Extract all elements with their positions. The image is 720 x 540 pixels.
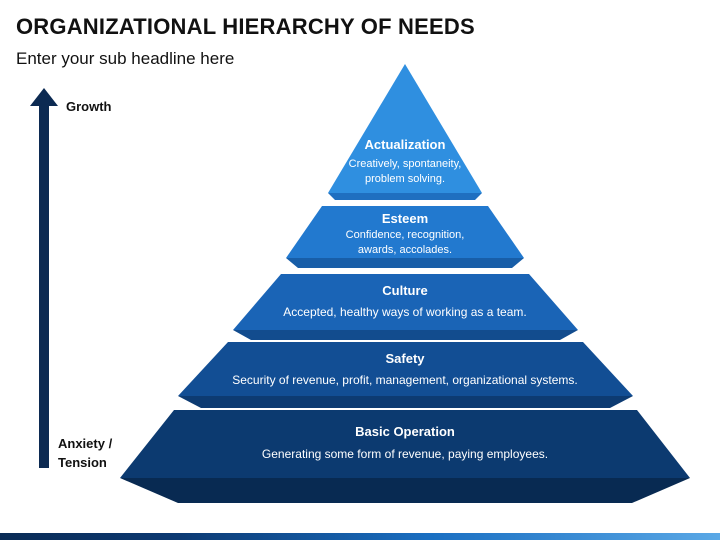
tier-title-basic-operation: Basic Operation	[355, 424, 455, 439]
tier-shade-esteem	[286, 258, 524, 268]
tier-desc-esteem-line1: Confidence, recognition,	[345, 229, 465, 241]
tier-title-safety: Safety	[385, 351, 425, 366]
tier-shade-safety	[178, 396, 633, 408]
tier-culture: Culture Accepted, healthy ways of workin…	[45, 283, 720, 320]
tier-desc-actualization-line1: Creatively, spontaneity,	[348, 158, 462, 170]
page-title: ORGANIZATIONAL HIERARCHY OF NEEDS	[16, 14, 475, 39]
tier-title-esteem: Esteem	[381, 211, 429, 226]
tier-desc-safety: Security of revenue, profit, management,…	[232, 373, 578, 387]
tier-basic-operation: Basic Operation Generating some form of …	[45, 424, 720, 462]
tier-shade-actualization	[328, 193, 482, 200]
tier-title-culture: Culture	[382, 283, 428, 298]
tier-desc-esteem-line2: awards, accolades.	[357, 244, 453, 256]
growth-arrow-shape	[30, 88, 58, 468]
tier-desc-culture: Accepted, healthy ways of working as a t…	[283, 305, 527, 319]
tier-shape-safety	[178, 342, 633, 396]
tier-shade-basic-operation	[120, 478, 690, 503]
scale-bottom-label-line1: Anxiety /	[58, 436, 113, 451]
tier-esteem: Esteem Confidence, recognition, awards, …	[45, 211, 720, 258]
tier-shape-culture	[233, 274, 578, 330]
tier-shape-actualization	[328, 64, 482, 193]
tier-desc-actualization-line2: problem solving.	[364, 173, 446, 185]
tier-actualization: Actualization Creatively, spontaneity, p…	[45, 137, 720, 187]
tier-shade-culture	[233, 330, 578, 340]
tier-title-actualization: Actualization	[364, 137, 446, 152]
scale-bottom-label: Anxiety / Tension	[58, 434, 112, 472]
tier-desc-basic-operation: Generating some form of revenue, paying …	[261, 447, 549, 461]
tier-safety: Safety Security of revenue, profit, mana…	[45, 351, 720, 388]
scale-top-label: Growth	[66, 99, 112, 114]
tier-shape-basic-operation	[120, 410, 690, 478]
footer-accent-bar	[0, 533, 720, 540]
page-subtitle: Enter your sub headline here	[16, 49, 235, 68]
scale-bottom-label-line2: Tension	[58, 455, 107, 470]
growth-arrow-icon	[30, 88, 58, 468]
tier-shape-esteem	[286, 206, 524, 258]
